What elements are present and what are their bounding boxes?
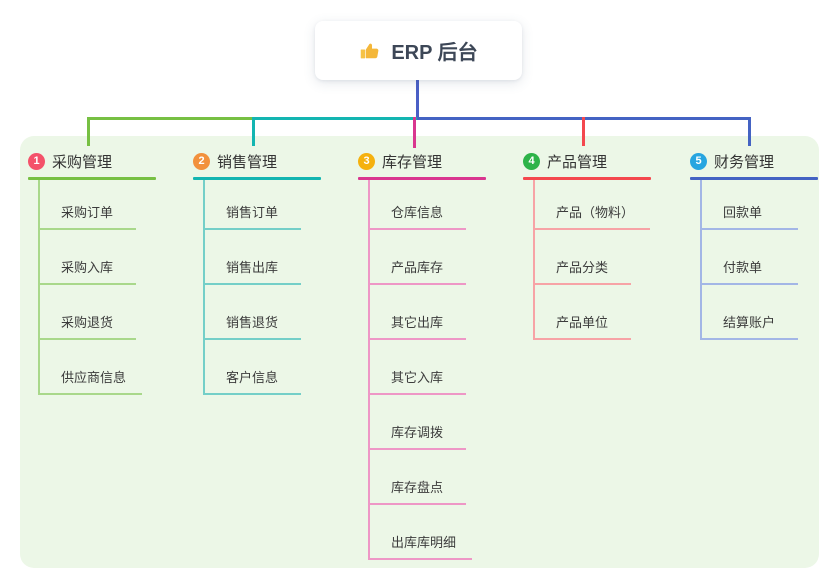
root-connector (416, 80, 419, 118)
root-title: ERP 后台 (391, 42, 478, 64)
branch-priority-badge: 4 (523, 152, 540, 170)
branch-label: 采购管理 (52, 153, 113, 171)
branch-drop-line (582, 117, 585, 146)
branch-column: 3 库存管理仓库信息产品库存其它出库其它入库库存调拨库存盘点出库库明细 (358, 148, 486, 560)
child-node[interactable]: 产品单位 (535, 285, 631, 340)
child-node[interactable]: 仓库信息 (370, 180, 466, 230)
child-node[interactable]: 销售退货 (205, 285, 301, 340)
branch-underline (523, 177, 651, 180)
child-node[interactable]: 出库库明细 (370, 505, 473, 560)
branch-underline (358, 177, 486, 180)
branch-priority-badge: 3 (358, 152, 375, 170)
branch-label: 产品管理 (547, 153, 608, 171)
branch-column: 4 产品管理产品（物料）产品分类产品单位 (523, 148, 651, 340)
bus-segment (254, 117, 417, 120)
child-node[interactable]: 结算账户 (702, 285, 798, 340)
mindmap-panel (20, 136, 819, 568)
child-node[interactable]: 其它入库 (370, 340, 466, 395)
child-list: 回款单付款单结算账户 (700, 180, 798, 340)
child-node[interactable]: 销售出库 (205, 230, 301, 285)
branch-label: 销售管理 (217, 153, 278, 171)
child-node[interactable]: 产品分类 (535, 230, 631, 285)
branch-priority-badge: 2 (193, 152, 210, 170)
child-node[interactable]: 供应商信息 (40, 340, 143, 395)
child-list: 仓库信息产品库存其它出库其它入库库存调拨库存盘点出库库明细 (368, 180, 473, 560)
bus-segment (87, 117, 254, 120)
child-list: 采购订单采购入库采购退货供应商信息 (38, 180, 143, 395)
branch-priority-badge: 1 (28, 152, 45, 170)
branch-drop-line (748, 117, 751, 146)
thumbs-up-icon (359, 40, 381, 62)
child-node[interactable]: 采购退货 (40, 285, 136, 340)
branch-underline (193, 177, 321, 180)
child-list: 销售订单销售出库销售退货客户信息 (203, 180, 301, 395)
branch-column: 2 销售管理销售订单销售出库销售退货客户信息 (193, 148, 321, 395)
branch-node[interactable]: 5 财务管理 (690, 148, 818, 174)
branch-node[interactable]: 3 库存管理 (358, 148, 486, 174)
branch-label: 财务管理 (714, 153, 775, 171)
child-node[interactable]: 产品（物料） (535, 180, 651, 230)
branch-node[interactable]: 2 销售管理 (193, 148, 321, 174)
child-node[interactable]: 采购入库 (40, 230, 136, 285)
branch-column: 1 采购管理采购订单采购入库采购退货供应商信息 (28, 148, 156, 395)
branch-label: 库存管理 (382, 153, 443, 171)
child-node[interactable]: 库存盘点 (370, 450, 466, 505)
child-node[interactable]: 产品库存 (370, 230, 466, 285)
branch-column: 5 财务管理回款单付款单结算账户 (690, 148, 818, 340)
child-list: 产品（物料）产品分类产品单位 (533, 180, 651, 340)
child-node[interactable]: 销售订单 (205, 180, 301, 230)
child-node[interactable]: 客户信息 (205, 340, 301, 395)
branch-node[interactable]: 4 产品管理 (523, 148, 651, 174)
child-node[interactable]: 回款单 (702, 180, 798, 230)
branch-node[interactable]: 1 采购管理 (28, 148, 156, 174)
child-node[interactable]: 库存调拨 (370, 395, 466, 450)
branch-drop-line (252, 117, 255, 146)
branch-underline (690, 177, 818, 180)
branch-drop-line (87, 117, 90, 146)
root-node[interactable]: ERP 后台 (315, 21, 522, 80)
branch-drop-line (413, 117, 416, 148)
child-node[interactable]: 付款单 (702, 230, 798, 285)
child-node[interactable]: 采购订单 (40, 180, 136, 230)
branch-priority-badge: 5 (690, 152, 707, 170)
child-node[interactable]: 其它出库 (370, 285, 466, 340)
branch-underline (28, 177, 156, 180)
